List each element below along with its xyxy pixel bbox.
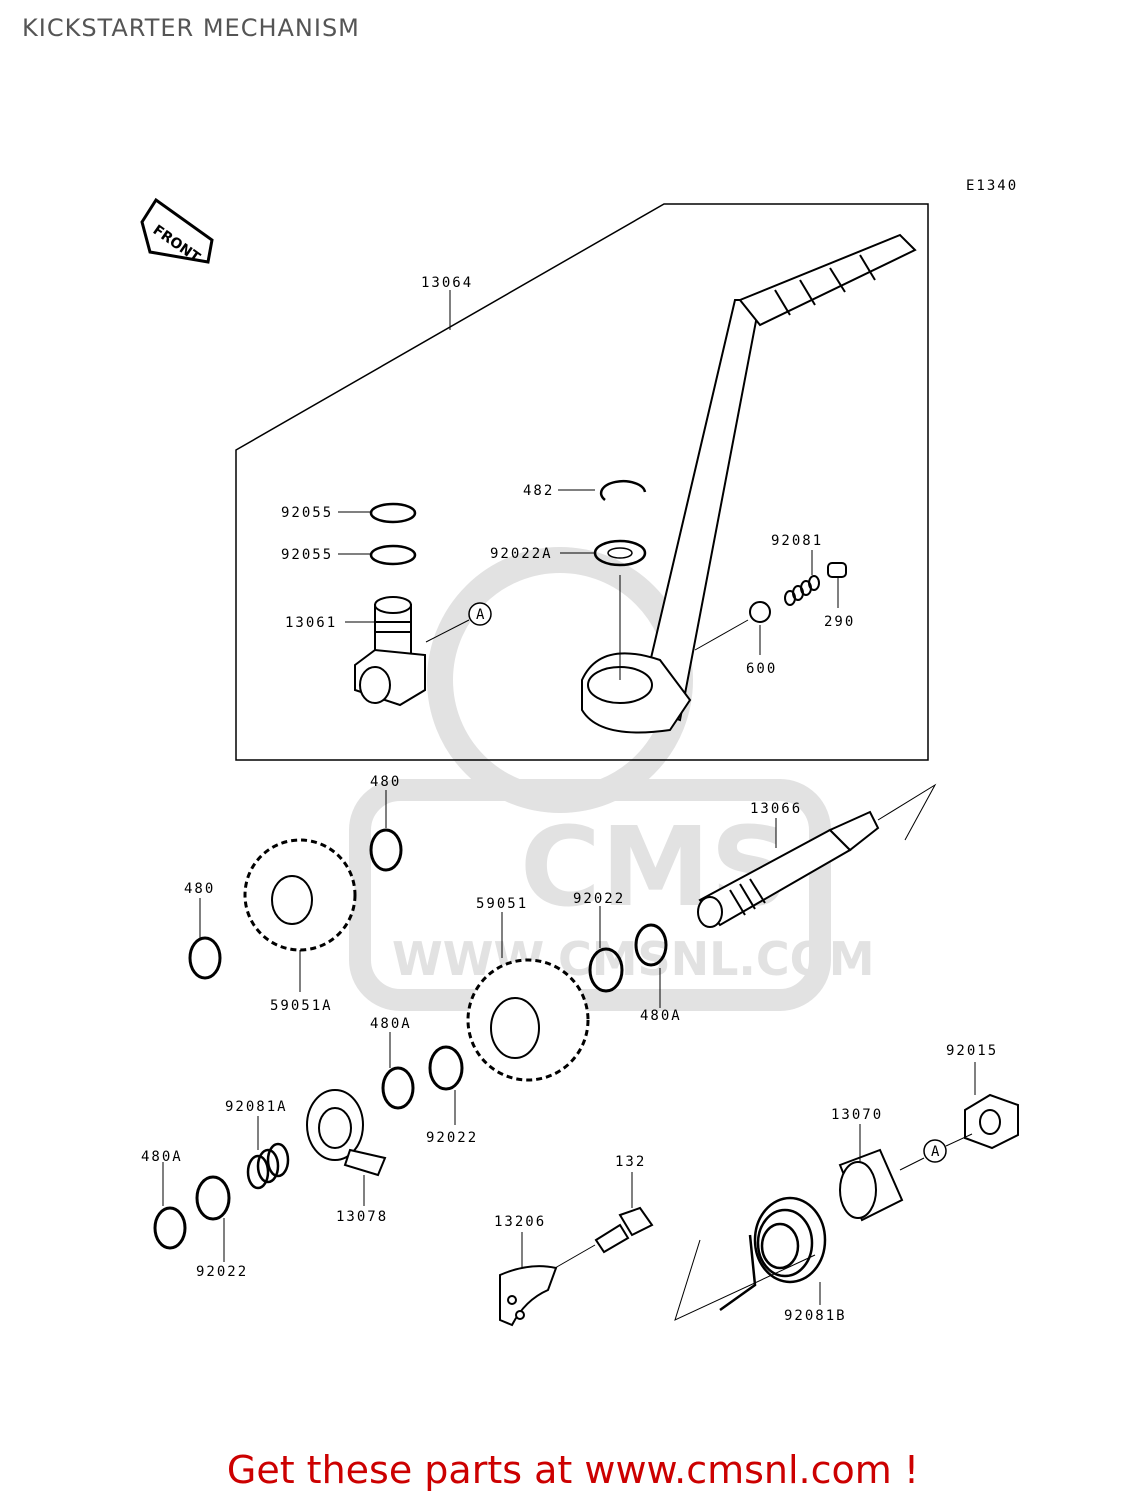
watermark-logo-text: CMS <box>520 803 789 931</box>
washer-92022-middle <box>428 1045 464 1091</box>
callout-13206: 13206 <box>494 1214 546 1230</box>
callout-480A-lower: 480A <box>141 1149 183 1165</box>
front-arrow-icon: FRONT <box>140 197 214 266</box>
circlip-480A-middle <box>381 1066 415 1110</box>
callout-480-upper: 480 <box>370 774 401 790</box>
circlip-480-left <box>188 936 222 980</box>
callout-92022A: 92022A <box>490 546 553 562</box>
reference-marker-a-upper <box>468 602 492 626</box>
ratchet-13078 <box>306 1089 387 1177</box>
gear-59051A <box>243 838 357 952</box>
callout-59051: 59051 <box>476 896 528 912</box>
washer-92022-upper <box>588 947 624 993</box>
callout-13078: 13078 <box>336 1209 388 1225</box>
ball-600 <box>749 601 771 623</box>
reference-marker-a-upper-label: A <box>476 607 486 623</box>
oring-92055-lower <box>369 544 417 566</box>
nut-92015 <box>964 1093 1019 1150</box>
kick-pedal-arm <box>581 233 917 734</box>
gear-59051 <box>466 958 590 1082</box>
callout-92022-middle: 92022 <box>426 1130 478 1146</box>
leader-marker-a <box>425 619 470 643</box>
callout-92055-upper: 92055 <box>281 505 333 521</box>
callout-600: 600 <box>746 661 777 677</box>
callout-13064: 13064 <box>421 275 473 291</box>
collar-13070 <box>838 1148 904 1222</box>
callout-92081B: 92081B <box>784 1308 847 1324</box>
circlip-480-upper <box>369 828 403 872</box>
callout-92081A: 92081A <box>225 1099 288 1115</box>
washer-92022A-hole <box>607 547 633 559</box>
callout-59051A: 59051A <box>270 998 333 1014</box>
plug-290 <box>827 562 847 578</box>
washer-92022A <box>593 539 647 567</box>
leader-bolt-plate <box>554 1244 596 1269</box>
watermark-logo-box <box>349 779 831 1011</box>
leader-marker-a-lower-right <box>945 1133 973 1147</box>
reference-marker-a-lower <box>923 1139 947 1163</box>
callout-92055-lower: 92055 <box>281 547 333 563</box>
callout-92015: 92015 <box>946 1043 998 1059</box>
callout-92022-upper: 92022 <box>573 891 625 907</box>
oring-92055-upper <box>369 502 417 524</box>
callout-13066: 13066 <box>750 801 802 817</box>
callout-132: 132 <box>615 1154 646 1170</box>
footer-promo-text: Get these parts at www.cmsnl.com ! <box>226 1448 920 1492</box>
circlip-482 <box>599 479 647 501</box>
circlip-480A-lower <box>153 1206 187 1250</box>
shaft-direction-bracket <box>877 783 937 841</box>
callout-482: 482 <box>523 483 554 499</box>
diagram-code: E1340 <box>966 178 1018 194</box>
reference-marker-a-lower-label: A <box>931 1144 941 1160</box>
callout-480-left: 480 <box>184 881 215 897</box>
callout-480A-middle: 480A <box>370 1016 412 1032</box>
parts-diagram: CMS WWW.CMSNL.COM E1340 FRONT A <box>140 178 1019 1327</box>
callout-290: 290 <box>824 614 855 630</box>
spring-92081A <box>246 1142 290 1190</box>
callout-92022-lower: 92022 <box>196 1264 248 1280</box>
callout-92081: 92081 <box>771 533 823 549</box>
callout-13070: 13070 <box>831 1107 883 1123</box>
page-title: KICKSTARTER MECHANISM <box>22 14 360 42</box>
watermark: CMS WWW.CMSNL.COM <box>349 547 875 1011</box>
callout-480A-upper: 480A <box>640 1008 682 1024</box>
watermark-url-text: WWW.CMSNL.COM <box>392 932 875 986</box>
spring-92081B <box>719 1196 827 1312</box>
bolt-132 <box>594 1206 654 1254</box>
leader-600-line <box>694 619 749 651</box>
gear-59051A-hub <box>271 875 313 925</box>
plate-13206 <box>499 1265 558 1327</box>
circlip-480A-upper <box>634 923 668 967</box>
gear-59051-hub <box>490 997 540 1059</box>
boss-13061 <box>354 596 426 707</box>
callout-13061: 13061 <box>285 615 337 631</box>
kick-pedal-assembly-box <box>235 203 929 761</box>
shaft-13066 <box>697 810 880 928</box>
callout-leaders <box>162 290 976 1305</box>
spring-92081 <box>784 575 820 606</box>
spring-direction-bracket <box>674 1239 816 1321</box>
washer-92022-lower <box>195 1175 231 1221</box>
leader-marker-a-lower-left <box>899 1157 925 1171</box>
